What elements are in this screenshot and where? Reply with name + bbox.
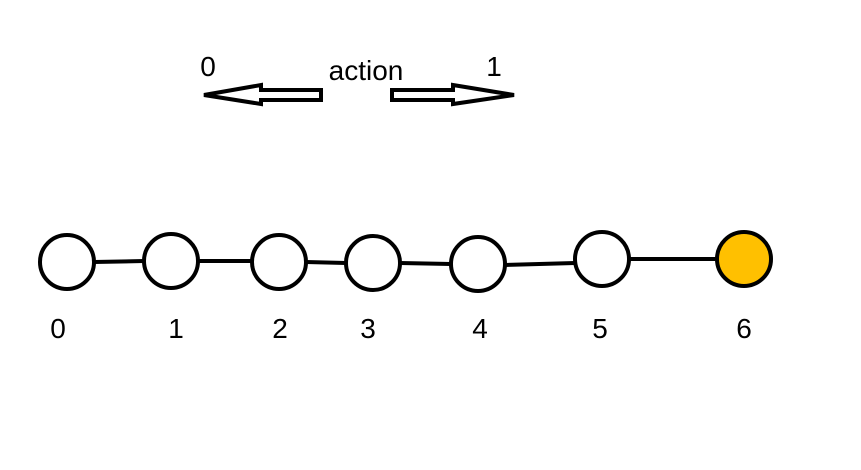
left-arrow-icon: [203, 82, 323, 107]
state-node-6-terminal: [715, 230, 773, 288]
chain-edges: [93, 257, 718, 267]
action-legend: 0 action 1: [200, 51, 515, 107]
state-node-0: [38, 233, 96, 291]
state-label-1: 1: [168, 313, 184, 344]
right-action-label: 1: [486, 51, 502, 82]
state-label-0: 0: [50, 313, 66, 344]
state-label-2: 2: [272, 313, 288, 344]
edge-4-5: [504, 261, 576, 267]
state-node-4: [449, 235, 507, 293]
edge-0-1: [93, 259, 145, 264]
state-label-5: 5: [592, 313, 608, 344]
edge-2-3: [305, 260, 347, 265]
state-nodes: [38, 230, 773, 293]
state-node-5: [573, 230, 631, 288]
state-node-2: [250, 233, 308, 291]
state-node-3: [344, 234, 402, 292]
state-label-4: 4: [472, 313, 488, 344]
right-arrow-icon: [390, 82, 515, 107]
state-label-6: 6: [736, 313, 752, 344]
state-labels: 0 1 2 3 4 5 6: [50, 313, 752, 344]
edge-3-4: [399, 261, 452, 266]
state-label-3: 3: [360, 313, 376, 344]
left-action-label: 0: [200, 51, 216, 82]
action-title: action: [329, 55, 404, 86]
state-node-1: [142, 232, 200, 290]
